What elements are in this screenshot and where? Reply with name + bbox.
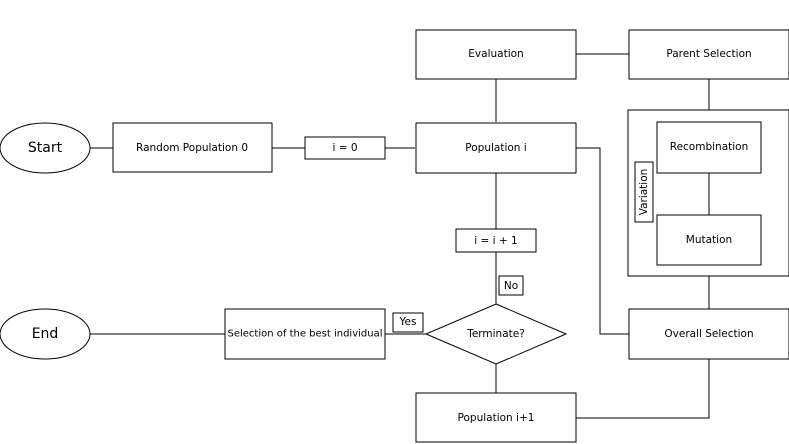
best-selection-label: Selection of the best individual <box>227 329 382 340</box>
overall-selection-label: Overall Selection <box>664 328 753 340</box>
connector-overall-population-next <box>576 359 710 419</box>
start-label: Start <box>28 140 63 156</box>
connector-population-overall <box>576 147 629 335</box>
mutation-box <box>656 214 762 266</box>
terminate-decision <box>424 303 568 365</box>
parent-selection-box <box>628 29 789 80</box>
random-population-box <box>112 122 273 173</box>
random-population-label: Random Population 0 <box>136 142 248 154</box>
variation-label: Variation <box>638 169 650 216</box>
variation-group <box>627 109 789 277</box>
terminate-label: Terminate? <box>466 328 525 340</box>
no-label: No <box>504 280 518 292</box>
variation-label-box <box>634 161 654 223</box>
evaluation-label: Evaluation <box>468 48 523 60</box>
init-counter-label: i = 0 <box>332 142 357 154</box>
population-next-label: Population i+1 <box>458 412 535 424</box>
increment-box <box>455 228 537 253</box>
parent-selection-label: Parent Selection <box>666 48 751 60</box>
yes-label-box <box>392 312 424 333</box>
increment-label: i = i + 1 <box>474 235 517 247</box>
recombination-label: Recombination <box>670 141 749 153</box>
evaluation-box <box>415 29 577 80</box>
end-terminal <box>0 308 91 360</box>
yes-label: Yes <box>399 316 417 328</box>
population-i-label: Population i <box>465 142 526 154</box>
population-next-box <box>415 392 577 443</box>
no-label-box <box>498 275 524 296</box>
recombination-box <box>656 121 762 174</box>
population-i-box <box>415 122 577 174</box>
start-terminal <box>0 122 91 174</box>
best-selection-box <box>224 308 386 360</box>
overall-selection-box <box>628 308 789 360</box>
end-label: End <box>32 326 59 342</box>
mutation-label: Mutation <box>686 234 732 246</box>
init-counter-box <box>304 136 386 160</box>
